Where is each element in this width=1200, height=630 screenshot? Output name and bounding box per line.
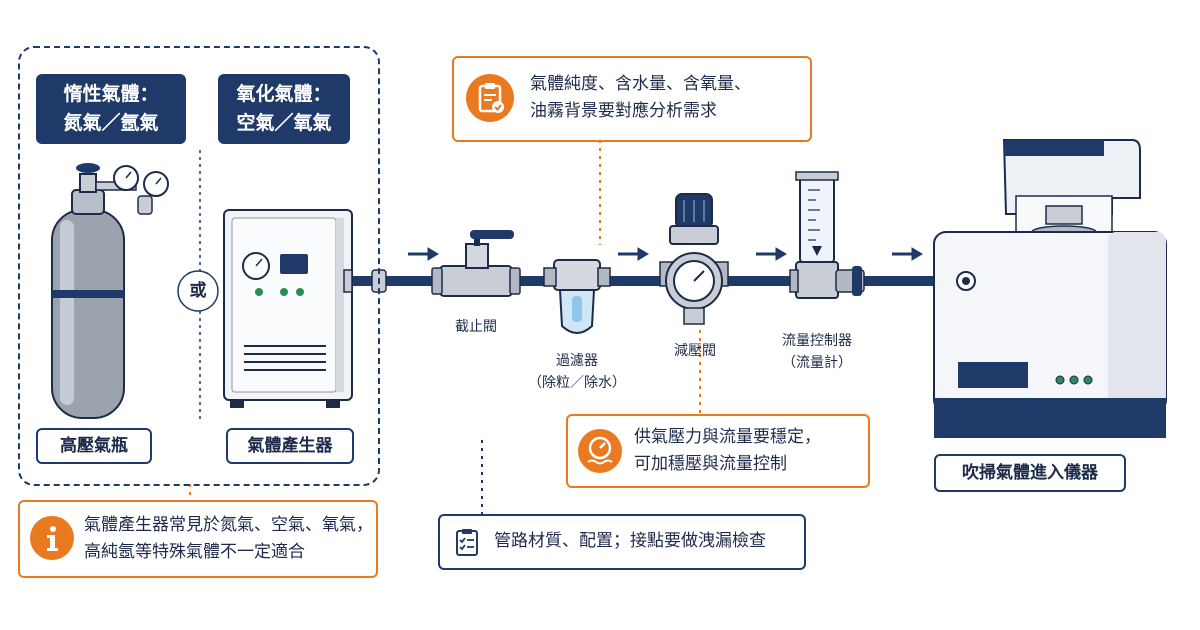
generator-note-line-2: 高純氬等特殊氣體不一定適合 bbox=[84, 542, 305, 562]
pressure-callout-text: 供氣壓力與流量要穩定， 可加穩壓與流量控制 bbox=[634, 424, 821, 478]
instrument-label: 吹掃氣體進入儀器 bbox=[934, 454, 1126, 492]
purity-callout-text: 氣體純度、含水量、含氧量、 油霧背景要對應分析需求 bbox=[530, 71, 751, 125]
info-icon bbox=[30, 516, 74, 560]
regulator-label: 減壓閥 bbox=[674, 343, 716, 359]
or-label: 或 bbox=[189, 281, 207, 301]
shutoff-valve-label: 截止閥 bbox=[455, 319, 497, 335]
or-circle bbox=[177, 270, 219, 312]
pressure-line-2: 可加穩壓與流量控制 bbox=[634, 454, 787, 474]
purity-line-2: 油霧背景要對應分析需求 bbox=[530, 101, 717, 121]
flow-meter-icon bbox=[789, 171, 865, 299]
pressure-callout: 供氣壓力與流量要穩定， 可加穩壓與流量控制 bbox=[566, 414, 870, 488]
oxidizing-gas-badge: 氧化氣體： 空氣／氧氣 bbox=[218, 74, 350, 144]
purity-line-1: 氣體純度、含水量、含氧量、 bbox=[530, 74, 751, 94]
cylinder-label: 高壓氣瓶 bbox=[36, 428, 152, 464]
pressure-line-1: 供氣壓力與流量要穩定， bbox=[634, 427, 821, 447]
oxidizing-gas-title: 氧化氣體： bbox=[236, 83, 332, 105]
gauge-icon bbox=[578, 429, 622, 473]
gas-source-group bbox=[18, 46, 380, 486]
flow-controller-label-sub: （流量計） bbox=[782, 355, 852, 371]
flow-arrow bbox=[756, 247, 787, 261]
filter-icon bbox=[543, 259, 611, 334]
shutoff-valve-icon bbox=[431, 230, 521, 297]
filter-label-main: 過濾器 bbox=[556, 353, 598, 369]
piping-callout: 管路材質、配置；接點要做洩漏檢查 bbox=[438, 514, 806, 570]
generator-label: 氣體產生器 bbox=[226, 428, 354, 464]
filter-label: 過濾器 （除粒／除水） bbox=[527, 350, 627, 394]
inert-gas-examples: 氮氣／氬氣 bbox=[63, 112, 159, 134]
gas-generator-icon bbox=[223, 209, 353, 408]
generator-note-text: 氣體產生器常見於氮氣、空氣、氧氣， 高純氬等特殊氣體不一定適合 bbox=[84, 512, 373, 566]
checklist-icon bbox=[452, 527, 482, 557]
flow-controller-label-main: 流量控制器 bbox=[782, 333, 852, 349]
gas-cylinder-icon bbox=[51, 163, 169, 419]
analytical-instrument-icon bbox=[933, 139, 1167, 438]
filter-label-sub: （除粒／除水） bbox=[528, 375, 626, 391]
inert-gas-badge: 惰性氣體： 氮氣／氬氣 bbox=[36, 74, 186, 144]
flow-controller-label: 流量控制器 （流量計） bbox=[767, 330, 867, 374]
flow-arrow bbox=[618, 247, 649, 261]
oxidizing-gas-examples: 空氣／氧氣 bbox=[236, 112, 332, 134]
purity-callout: 氣體純度、含水量、含氧量、 油霧背景要對應分析需求 bbox=[452, 56, 812, 142]
inert-gas-title: 惰性氣體： bbox=[63, 83, 159, 105]
piping-callout-text: 管路材質、配置；接點要做洩漏檢查 bbox=[494, 531, 766, 551]
generator-note-callout: 氣體產生器常見於氮氣、空氣、氧氣， 高純氬等特殊氣體不一定適合 bbox=[18, 500, 378, 578]
flow-arrow bbox=[408, 247, 439, 261]
generator-note-line-1: 氣體產生器常見於氮氣、空氣、氧氣， bbox=[84, 515, 373, 535]
flow-arrow bbox=[892, 247, 923, 261]
pressure-regulator-icon bbox=[659, 193, 729, 325]
clipboard-check-icon bbox=[466, 74, 514, 122]
